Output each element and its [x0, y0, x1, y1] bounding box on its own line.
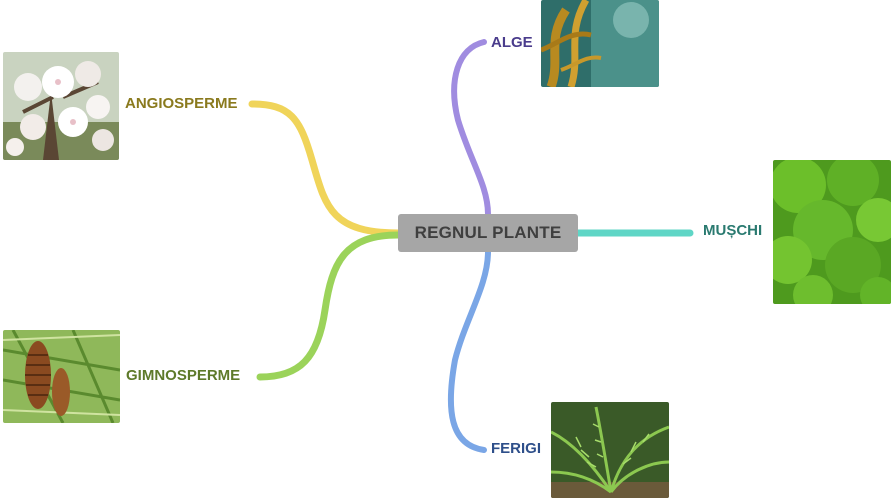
apple-blossom-photo[interactable] — [3, 52, 119, 160]
kelp-underwater-photo[interactable] — [541, 0, 659, 87]
pine-cone-photo[interactable] — [3, 330, 120, 423]
moss-photo[interactable] — [773, 160, 891, 304]
branch-label-ferigi[interactable]: FERIGI — [491, 440, 542, 457]
center-node-label: REGNUL PLANTE — [414, 223, 562, 242]
connector-alge — [451, 39, 491, 217]
fern-photo[interactable] — [551, 402, 669, 498]
center-node[interactable]: REGNUL PLANTE — [398, 214, 578, 252]
branch-label-muschi[interactable]: MUȘCHI — [703, 222, 763, 239]
connector-gimnosperme — [256, 231, 402, 381]
connector-angiosperme — [248, 100, 402, 237]
branch-label-alge[interactable]: ALGE — [491, 34, 533, 51]
branch-label-angiosperme[interactable]: ANGIOSPERME — [125, 95, 238, 112]
branch-label-gimnosperme[interactable]: GIMNOSPERME — [126, 367, 241, 384]
connector-ferigi — [447, 249, 491, 453]
